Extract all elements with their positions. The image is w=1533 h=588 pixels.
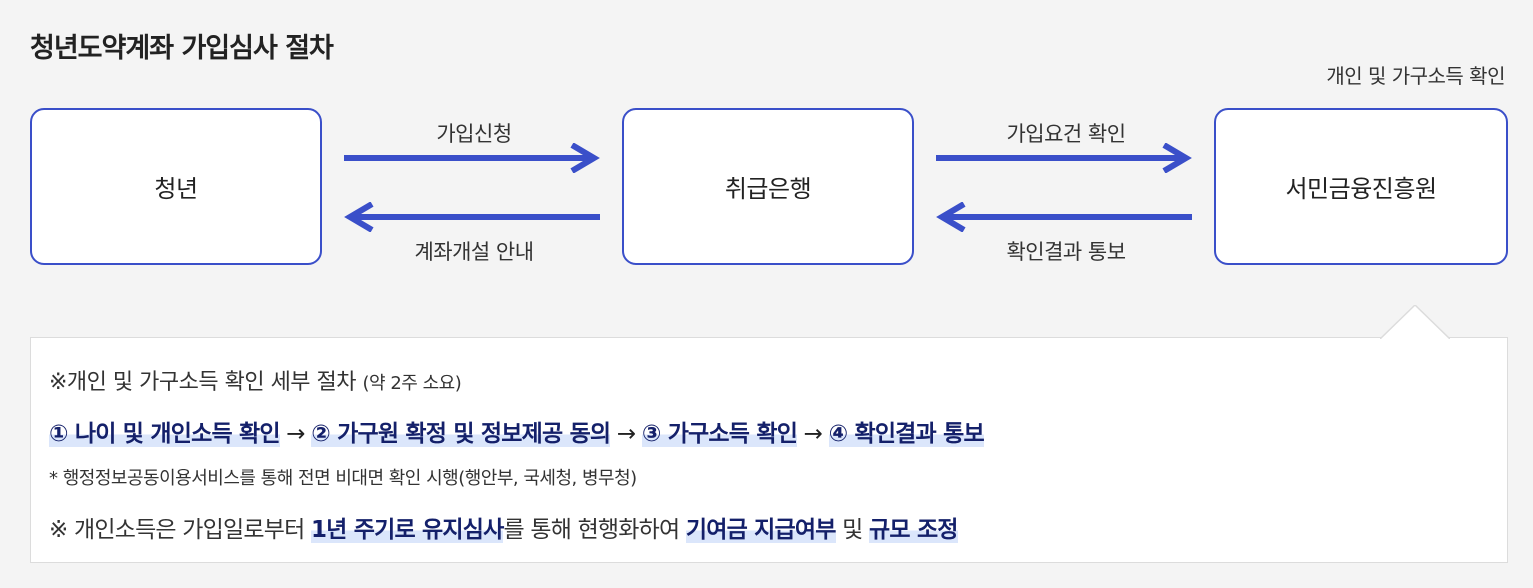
- bank-label: 취급은행: [724, 175, 812, 203]
- left-arrow-icon: [344, 202, 600, 232]
- annual-prefix: ※ 개인소득은 가입일로부터: [49, 517, 311, 543]
- check-requirements-label: 가입요건 확인: [1006, 122, 1126, 146]
- annual-highlight-2: 기여금 지급여부: [685, 517, 836, 543]
- detail-panel: ※개인 및 가구소득 확인 세부 절차 (약 2주 소요) ① 나이 및 개인소…: [30, 337, 1508, 563]
- step-arrow: →: [803, 421, 823, 447]
- annual-mid-1: 를 통해 현행화하여: [503, 517, 686, 543]
- agency-box: 서민금융진흥원: [1214, 108, 1508, 265]
- apply-label: 가입신청: [436, 122, 512, 146]
- bank-box: 취급은행: [622, 108, 914, 265]
- annual-highlight-1: 1년 주기로 유지심사: [310, 517, 504, 543]
- result-notice-label: 확인결과 통보: [1006, 240, 1126, 264]
- annual-mid-2: 및: [835, 517, 870, 543]
- step-arrow: →: [286, 421, 305, 447]
- youth-box: 청년: [30, 108, 322, 265]
- footnote: * 행정정보공동이용서비스를 통해 전면 비대면 확인 시행(행안부, 국세청,…: [49, 468, 637, 489]
- step-4: ④ 확인결과 통보: [828, 421, 985, 447]
- annual-review-note: ※ 개인소득은 가입일로부터 1년 주기로 유지심사를 통해 현행화하여 기여금…: [49, 510, 958, 544]
- duration-text: (약 2주 소요): [362, 373, 462, 394]
- bubble-pointer: [1380, 305, 1450, 339]
- account-notice-label: 계좌개설 안내: [414, 240, 534, 264]
- left-arrow-icon: [936, 202, 1192, 232]
- step-sequence: ① 나이 및 개인소득 확인 → ② 가구원 확정 및 정보제공 동의 → ③ …: [49, 414, 985, 448]
- annual-highlight-3: 규모 조정: [869, 517, 958, 543]
- youth-label: 청년: [154, 175, 198, 203]
- detail-heading-text: ※개인 및 가구소득 확인 세부 절차: [49, 370, 357, 395]
- step-1: ① 나이 및 개인소득 확인: [49, 421, 281, 447]
- step-arrow: →: [616, 421, 636, 447]
- income-check-note: 개인 및 가구소득 확인: [1326, 64, 1505, 88]
- agency-label: 서민금융진흥원: [1285, 175, 1437, 203]
- step-2: ② 가구원 확정 및 정보제공 동의: [311, 421, 611, 447]
- right-arrow-icon: [936, 143, 1192, 173]
- right-arrow-icon: [344, 143, 600, 173]
- detail-heading: ※개인 및 가구소득 확인 세부 절차 (약 2주 소요): [49, 364, 462, 396]
- page-title: 청년도약계좌 가입심사 절차: [30, 33, 334, 64]
- step-3: ③ 가구소득 확인: [641, 421, 798, 447]
